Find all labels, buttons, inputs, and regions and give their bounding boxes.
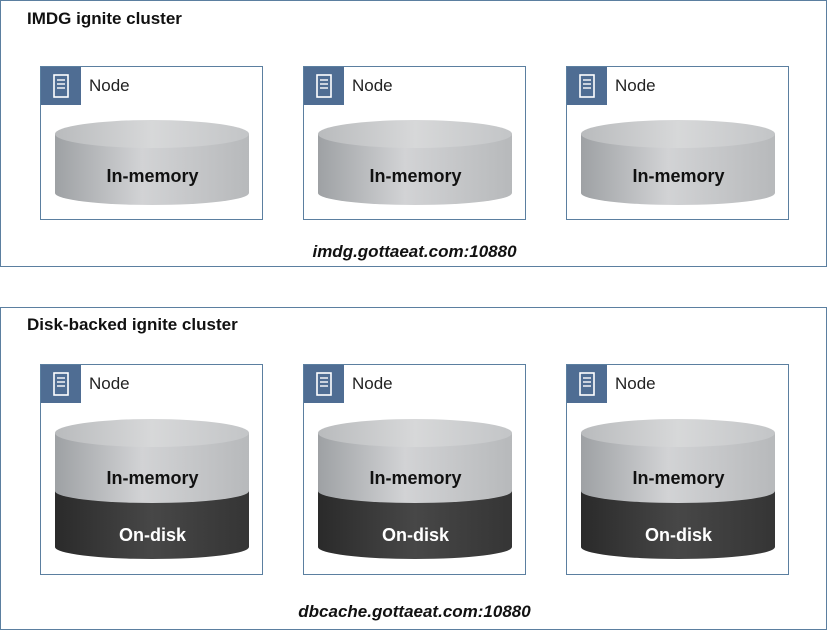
server-icon (304, 365, 344, 403)
disk-backed-storage-icon (318, 419, 512, 559)
in-memory-label: In-memory (369, 166, 462, 186)
node-box: Node In-memory (40, 66, 263, 220)
node-label: Node (615, 374, 656, 393)
server-icon (41, 67, 81, 105)
in-memory-disk-icon (318, 120, 512, 205)
cluster-title: IMDG ignite cluster (27, 9, 182, 28)
node-label: Node (89, 374, 130, 393)
in-memory-label: In-memory (369, 468, 462, 488)
disk-backed-cluster-panel: Disk-backed ignite cluster Node In-memor… (0, 307, 827, 630)
cluster-endpoint: imdg.gottaeat.com:10880 (312, 242, 517, 261)
server-icon (41, 365, 81, 403)
in-memory-disk-icon (55, 120, 249, 205)
on-disk-label: On-disk (381, 525, 449, 545)
node-label: Node (615, 76, 656, 95)
node-box: Node In-memory (303, 66, 526, 220)
server-icon (304, 67, 344, 105)
in-memory-label: In-memory (106, 468, 199, 488)
node-label: Node (89, 76, 130, 95)
in-memory-label: In-memory (632, 468, 725, 488)
imdg-cluster-panel: IMDG ignite cluster Node In-memory Node … (0, 0, 827, 267)
disk-backed-storage-icon (55, 419, 249, 559)
cluster-endpoint: dbcache.gottaeat.com:10880 (298, 602, 531, 621)
server-icon (567, 365, 607, 403)
node-box: Node In-memory On-disk (40, 364, 263, 575)
node-box: Node In-memory On-disk (303, 364, 526, 575)
disk-backed-storage-icon (581, 419, 775, 559)
cluster-title: Disk-backed ignite cluster (27, 315, 238, 334)
node-box: Node In-memory On-disk (566, 364, 789, 575)
in-memory-disk-icon (581, 120, 775, 205)
node-label: Node (352, 374, 393, 393)
node-label: Node (352, 76, 393, 95)
on-disk-label: On-disk (118, 525, 186, 545)
node-box: Node In-memory (566, 66, 789, 220)
in-memory-label: In-memory (106, 166, 199, 186)
server-icon (567, 67, 607, 105)
in-memory-label: In-memory (632, 166, 725, 186)
on-disk-label: On-disk (644, 525, 712, 545)
